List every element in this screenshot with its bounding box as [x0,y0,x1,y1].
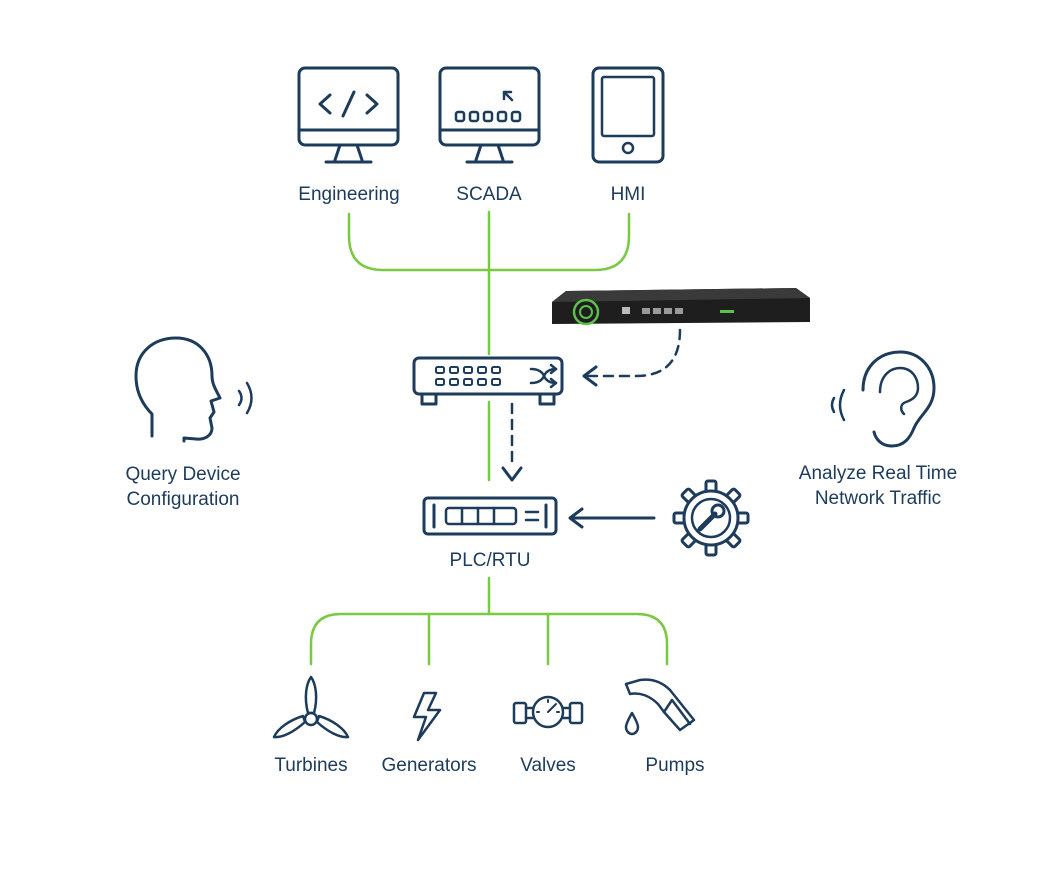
wire-field-bus [309,612,669,666]
valves-label: Valves [520,755,576,776]
arrow-head-switch [582,365,598,387]
fuel-pump-icon [624,678,696,736]
arrow-head-settings [568,507,584,529]
analyze-label-line-2: Network Traffic [814,488,942,509]
engineering-label: Engineering [298,184,400,205]
turbines-label: Turbines [274,755,348,776]
plc-icon [422,496,558,536]
query-label-line-2: Configuration [126,489,240,510]
wire-hmi-to-bus [487,212,631,272]
lightning-bolt-icon [412,691,442,742]
flow-appliance-to-switch [586,328,682,378]
tablet-icon [591,66,665,164]
gear-wrench-icon [672,479,750,557]
data-flows [501,328,682,529]
generators-label: Generators [381,755,477,776]
network-switch-icon [412,356,564,406]
ear-icon [830,350,936,448]
code-monitor-icon [297,66,400,164]
analyze-label-line-1: Analyze Real Time [798,463,958,484]
plc-rtu-label: PLC/RTU [449,550,531,571]
turbine-icon [272,675,350,739]
scada-label: SCADA [456,184,522,205]
hmi-label: HMI [610,184,646,205]
speaking-head-icon [134,336,253,443]
scada-monitor-icon [438,66,541,164]
wire-engineering-to-bus [347,212,491,272]
analyze-network-traffic-label: Analyze Real Time Network Traffic [778,461,978,511]
query-device-configuration-label: Query Device Configuration [103,462,263,512]
rack-appliance-icon [552,288,810,326]
pumps-label: Pumps [645,755,705,776]
query-label-line-1: Query Device [125,464,241,485]
valve-gauge-icon [512,695,584,729]
arrow-head-plc [501,466,523,482]
network-wires [309,210,669,666]
